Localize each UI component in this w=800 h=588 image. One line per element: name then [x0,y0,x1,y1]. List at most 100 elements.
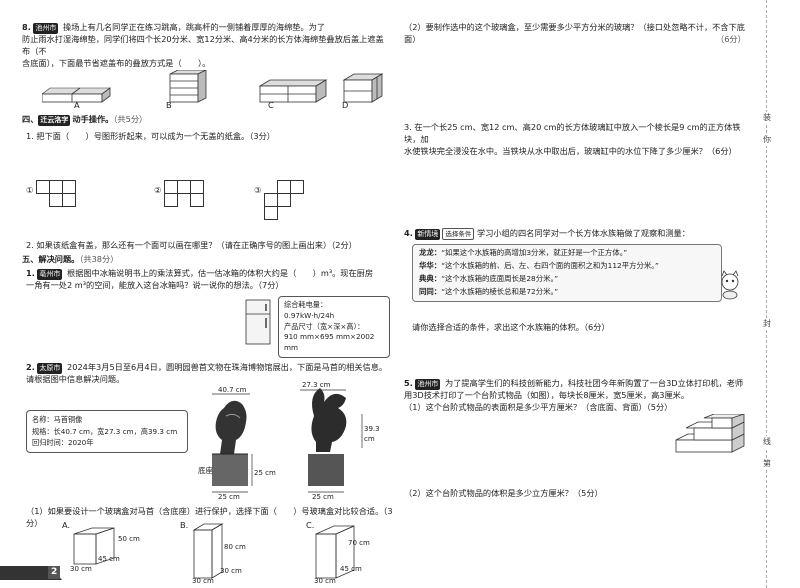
question-text: 用3D技术打印了一个台阶式物品（如图），每块长8厘米，宽5厘米，高3厘米。 [404,390,690,400]
info-line: 产品尺寸（宽×深×高）： [284,321,365,331]
option-label: A [74,100,80,110]
question-text: 2024年3月5日至6月4日，圆明园兽首文物在珠海博物馆展出，下面是马首的相关信… [67,362,388,372]
dialogue-line: 典典：“这个水族箱的底面周长是28分米。” [419,273,715,286]
base-label: 底座 [198,466,213,475]
question-text: 操场上有几名同学正在练习跳高，跳高杆的一侧铺着厚厚的海绵垫。为了 [63,22,326,32]
section-score: （共5分） [113,114,148,124]
option-d-figure [342,73,384,103]
question-text: （2）要制作选中的这个玻璃盒，至少需要多少平方分米的玻璃？（接口处忽略不计，不含… [404,22,745,44]
question-text: 3. 在一个长25 cm、宽12 cm、高20 cm的长方体玻璃缸中放入一个棱长… [404,122,741,144]
question-number: 8. [22,22,31,32]
box-c-depth: 45 cm [340,565,362,573]
section-5-title: 五、解决问题。（共38分） [22,254,118,266]
speaker: 龙龙： [419,248,442,257]
horse-head-side-view [308,388,347,486]
dim-height: 39.3 cm [364,425,380,444]
info-line: 回归时间：2020年 [32,438,94,448]
page-number-tab [0,566,62,580]
option-label: D [342,100,349,110]
speech: “这个水族箱的底面周长是28分米。” [441,273,559,283]
sub-question-5-2: （2）这个台阶式物品的体积是多少立方厘米？（5分） [404,488,603,498]
question-4-ask: 请你选择合适的条件，求出这个水族箱的体积。（6分） [412,322,610,332]
question-number: 4. [404,228,413,238]
net-figure-2 [164,180,224,210]
question-5: 5. 池州市 为了提高学生们的科技创新能力，科技社团今年新购置了一台3D立体打印… [404,378,746,414]
box-a-label: A. [62,520,71,530]
question-text: 一角有一处2 m³的空间，能放入这台冰箱吗？说一说你的想法。（7分） [26,280,284,290]
section4-question-1: 1. 把下面（ ）号图形折起来，可以成为一个无盖的纸盒。（3分） [26,131,275,141]
option-c-figure [258,79,328,103]
dim-top-width: 40.7 cm [218,386,247,394]
option-label: C [268,100,274,110]
net-figure-1 [36,180,96,210]
condition-tag: 选择条件 [442,228,475,240]
question-4: 4. 新情境选择条件 学习小组的四名同学对一个长方体水族箱做了观察和测量： [404,228,746,240]
option-a-figure [42,87,111,103]
seam-mark: 装 [760,112,774,124]
section-score: （共38分） [79,254,119,264]
horse-head-info-card: 名称：马首铜像 规格：长40.7 cm，宽27.3 cm，高39.3 cm 回归… [26,410,188,453]
speech: “这个水族箱的棱长总和是72分米。” [441,286,559,296]
section-heading: 动手操作。 [72,114,114,124]
box-b-label: B. [180,520,189,530]
region-tag: 池州市 [415,379,441,390]
box-b-height: 80 cm [224,543,246,551]
stacking-options-figure [42,70,384,103]
question-text: 学习小组的四名同学对一个长方体水族箱做了观察和测量： [477,228,690,238]
speaker: 典典： [419,273,442,283]
info-line: 910 mm×695 mm×2002 mm [284,332,375,353]
region-tag: 亳州市 [37,269,63,280]
seam-mark: 第 [760,458,774,470]
box-a-depth: 45 cm [98,555,120,563]
box-a-height: 50 cm [118,535,140,543]
question-text: 含底面），下面最节省遮盖布的叠放方式是（ ）。 [22,57,211,68]
staircase-object-figure [675,414,745,453]
box-c-width: 30 cm [314,577,336,585]
score: （6分） [716,34,746,44]
info-line: 名称：马首铜像 [32,415,83,424]
glass-box-a [73,527,115,565]
option-b-figure [169,70,207,103]
horse-head-front-view [212,400,248,486]
info-line: 0.97kW·h/24h [284,310,335,320]
new-context-tag: 新情境 [415,229,441,240]
cartoon-mascot-icon [721,270,739,300]
section4-question-2: 2. 如果该纸盒有盖，那么还有一个面可以画在哪里？（请在正确序号的图上画出来）（… [26,240,357,250]
speaker: 同同： [419,286,442,296]
horse-head-statues-figure [212,388,363,493]
question-8: 8. 池州市 操场上有几名同学正在练习跳高，跳高杆的一侧铺着厚厚的海绵垫。为了 … [22,22,390,70]
fridge-icon [245,299,271,345]
dim-base-depth: 25 cm [312,493,334,501]
section-number: 四、 [22,114,39,124]
box-c-height: 70 cm [348,539,370,547]
box-a-width: 30 cm [70,565,92,573]
dim-top-depth: 27.3 cm [302,381,331,389]
section5-question-2: 2. 太原市 2024年3月5日至6月4日，圆明园兽首文物在珠海博物馆展出，下面… [26,362,390,386]
option-label: B [166,100,172,110]
question-number: 5. [404,378,413,388]
net-figure-3 [264,180,324,230]
region-tag: 迁云洛字 [38,115,71,126]
section-heading: 五、解决问题。 [22,254,80,264]
net-label-3: ③ [254,185,262,195]
question-text: 防止雨水打湿海绵垫，同学们将四个长20分米、宽12分米、高4分米的长方体海绵垫叠… [22,34,384,56]
net-label-2: ② [154,185,162,195]
info-line: 规格：长40.7 cm，宽27.3 cm，高39.3 cm [32,426,178,436]
speech: “如果这个水族箱的高增加3分米，就正好是一个正方体。” [441,248,628,257]
fridge-info-card: 综合耗电量： 0.97kW·h/24h 产品尺寸（宽×深×高）： 910 mm×… [278,296,390,358]
box-b-depth: 30 cm [220,567,242,575]
sub-question: （1）这个台阶式物品的表面积是多少平方厘米？（含底面、背面）（5分） [404,401,673,412]
seam-mark: 线 [760,436,774,448]
sub-question-2: （2）要制作选中的这个玻璃盒，至少需要多少平方分米的玻璃？（接口处忽略不计，不含… [404,22,746,46]
student-dialogue-box: 龙龙：“如果这个水族箱的高增加3分米，就正好是一个正方体。” 华华： “这个水族箱… [412,244,722,302]
dim-base-height: 25 cm [254,469,276,477]
dialogue-line: 龙龙：“如果这个水族箱的高增加3分米，就正好是一个正方体。” [419,247,715,260]
sub-question-1: （1）如果要设计一个玻璃盒对马首（含底座）进行保护，选择下面（ ）号玻璃盒对比较… [26,506,393,528]
question-text: 请根据图中信息解决问题。 [26,374,125,384]
glass-box-c [315,525,355,579]
question-number: 2. [26,362,35,372]
binding-seam-line [766,0,768,588]
question-number: 1. [26,268,35,278]
speaker: 华华： [419,260,442,270]
region-tag: 太原市 [37,363,63,374]
